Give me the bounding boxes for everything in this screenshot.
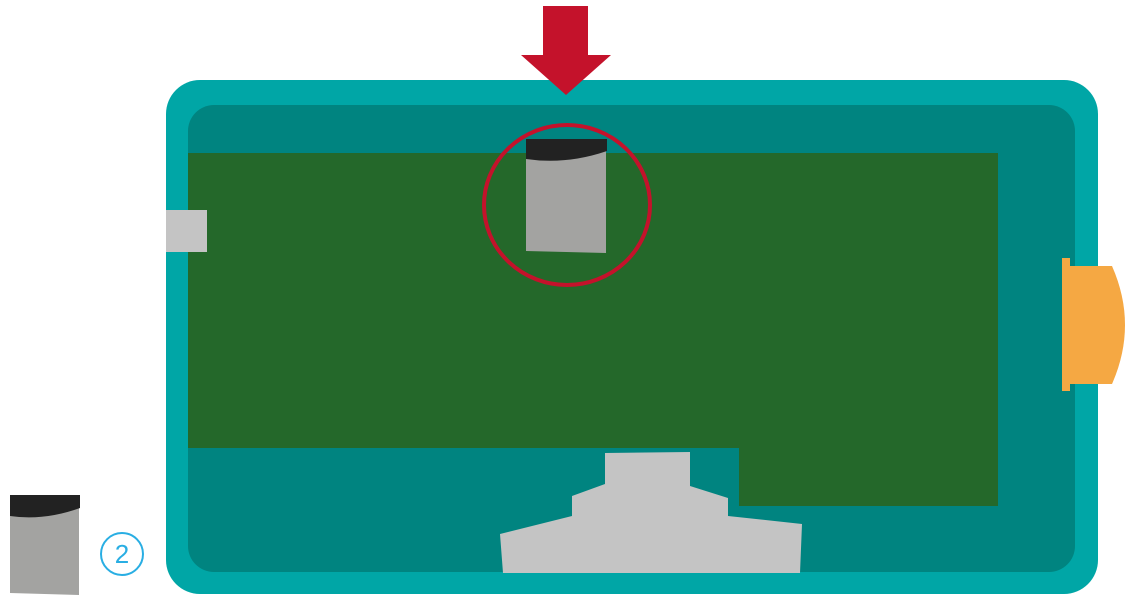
step-badge: 2 — [100, 532, 144, 576]
right-port — [1062, 258, 1125, 391]
step-circle — [100, 532, 144, 576]
highlight-circle — [482, 123, 652, 287]
bottom-mount — [500, 452, 802, 573]
circuit-board — [188, 153, 998, 506]
step-number: 2 — [115, 539, 129, 569]
down-arrow-icon — [521, 6, 611, 95]
replacement-component — [10, 495, 80, 595]
highlighted-component — [526, 139, 607, 253]
left-connector — [166, 210, 207, 252]
